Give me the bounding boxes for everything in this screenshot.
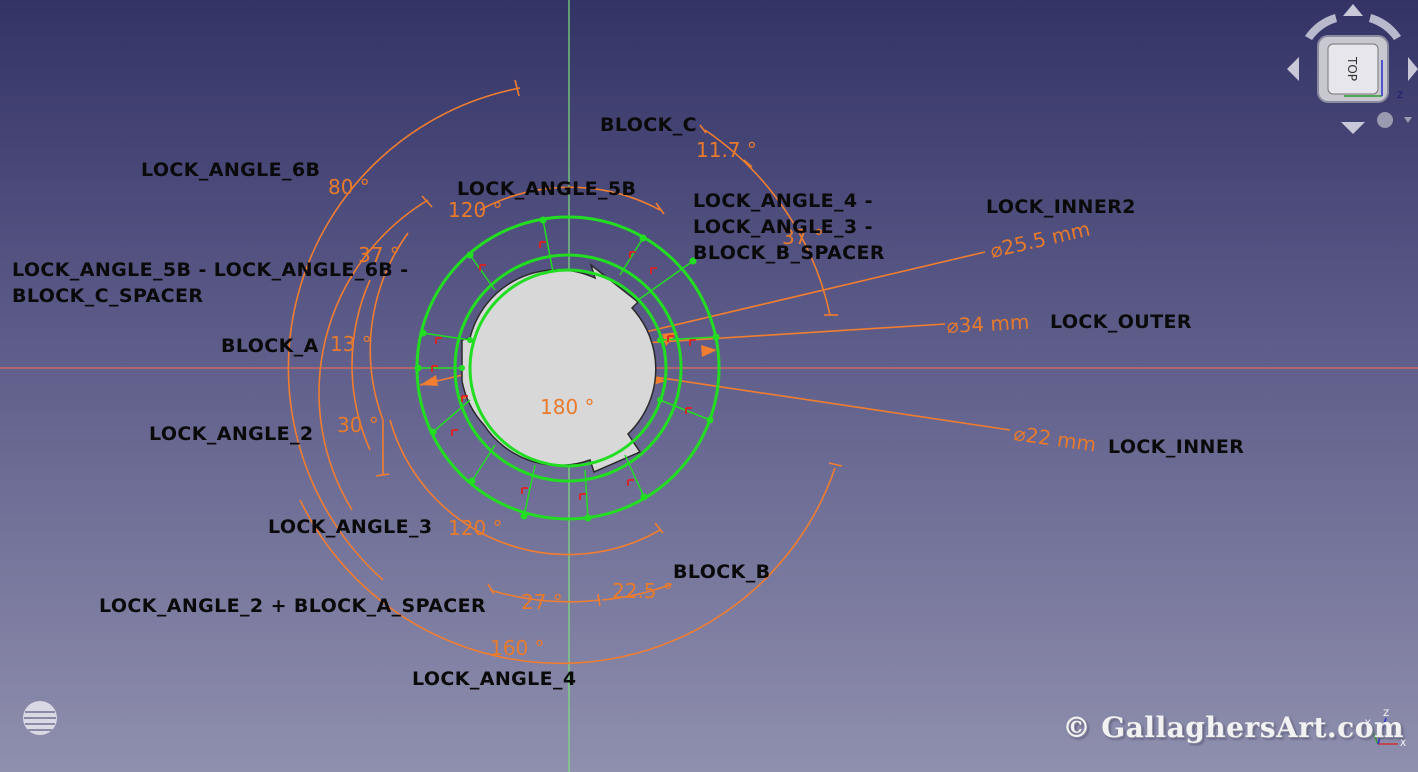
rotate-right-arrow[interactable]: [1369, 14, 1401, 40]
dim-lock-outer: ⌀34 mm: [946, 310, 1030, 338]
label-block-c: BLOCK_C: [600, 114, 697, 136]
label-lock-inner: LOCK_INNER: [1108, 436, 1244, 458]
label-lock-angle-4-line2: LOCK_ANGLE_3 -: [693, 216, 873, 238]
nav-arrow-up[interactable]: [1343, 4, 1363, 16]
lock-inner-body: [461, 262, 657, 474]
dim-block-c: 11.7 °: [696, 138, 757, 162]
dim-spacer-a: 27 °: [521, 590, 563, 614]
label-lock-angle-4-line1: LOCK_ANGLE_4 -: [693, 190, 873, 212]
nav-menu-icon[interactable]: [1377, 112, 1393, 128]
gizmo-axis-y: Y: [1364, 719, 1371, 729]
label-lock-angle-6b: LOCK_ANGLE_6B: [141, 159, 320, 181]
label-lock-angle-4-line3: BLOCK_B_SPACER: [693, 242, 885, 264]
dim-lock-angle-6b: 80 °: [328, 175, 370, 199]
nav-arrow-left[interactable]: [1287, 57, 1299, 81]
dim-lock-angle-5b: 120 °: [448, 198, 503, 222]
constraint-labels: BLOCK_C LOCK_ANGLE_6B LOCK_ANGLE_5B LOCK…: [12, 114, 1244, 690]
cube-face-label: TOP: [1345, 56, 1359, 81]
sketch-geometry[interactable]: [414, 215, 721, 522]
gizmo-axis-x: X: [1400, 739, 1406, 749]
angle-constraints: [287, 79, 843, 665]
nav-menu-arrow[interactable]: [1404, 117, 1412, 123]
label-lock-angle-3: LOCK_ANGLE_3: [268, 516, 433, 538]
dim-lock-inner: ⌀22 mm: [1012, 421, 1097, 456]
dim-spacer-b: 37 °: [782, 225, 824, 249]
cube-axis-z: Z: [1397, 91, 1403, 101]
label-spacer-c-line1: LOCK_ANGLE_5B - LOCK_ANGLE_6B -: [12, 259, 409, 281]
label-lock-angle-4: LOCK_ANGLE_4: [412, 668, 577, 690]
dim-block-a: 13 °: [330, 332, 372, 356]
label-lock-angle-5b: LOCK_ANGLE_5B: [457, 178, 636, 200]
nav-arrow-down[interactable]: [1341, 122, 1365, 134]
axis-gizmo: X Y Z: [1364, 709, 1406, 749]
dim-lock-angle-4: 160 °: [490, 636, 545, 660]
dim-lock-angle-2: 30 °: [337, 413, 379, 437]
label-block-b: BLOCK_B: [673, 561, 771, 583]
dim-spacer-c: 37 °: [358, 243, 400, 267]
dim-center-angle: 180 °: [540, 395, 595, 419]
dim-lock-inner2: ⌀25.5 mm: [988, 217, 1093, 263]
label-lock-outer: LOCK_OUTER: [1050, 311, 1192, 333]
cube-top-face[interactable]: [1327, 43, 1379, 95]
label-spacer-c-line2: BLOCK_C_SPACER: [12, 285, 203, 307]
lock-inner-circle: [468, 268, 668, 468]
dim-lock-angle-3: 120 °: [448, 516, 503, 540]
label-spacer-a: LOCK_ANGLE_2 + BLOCK_A_SPACER: [99, 595, 486, 617]
dim-block-b: 22.5 °: [612, 579, 673, 603]
nav-arrow-right[interactable]: [1408, 57, 1418, 81]
navigation-cube[interactable]: TOP Z: [1287, 4, 1418, 134]
label-lock-inner2: LOCK_INNER2: [986, 196, 1136, 218]
lock-part[interactable]: [461, 262, 657, 474]
view-style-icon[interactable]: [23, 701, 57, 735]
copyright-watermark: © GallaghersArt.com: [1062, 711, 1404, 744]
gizmo-axis-z: Z: [1383, 709, 1389, 719]
label-lock-angle-2: LOCK_ANGLE_2: [149, 423, 314, 445]
label-block-a: BLOCK_A: [221, 335, 319, 357]
rotate-left-arrow[interactable]: [1305, 14, 1337, 40]
